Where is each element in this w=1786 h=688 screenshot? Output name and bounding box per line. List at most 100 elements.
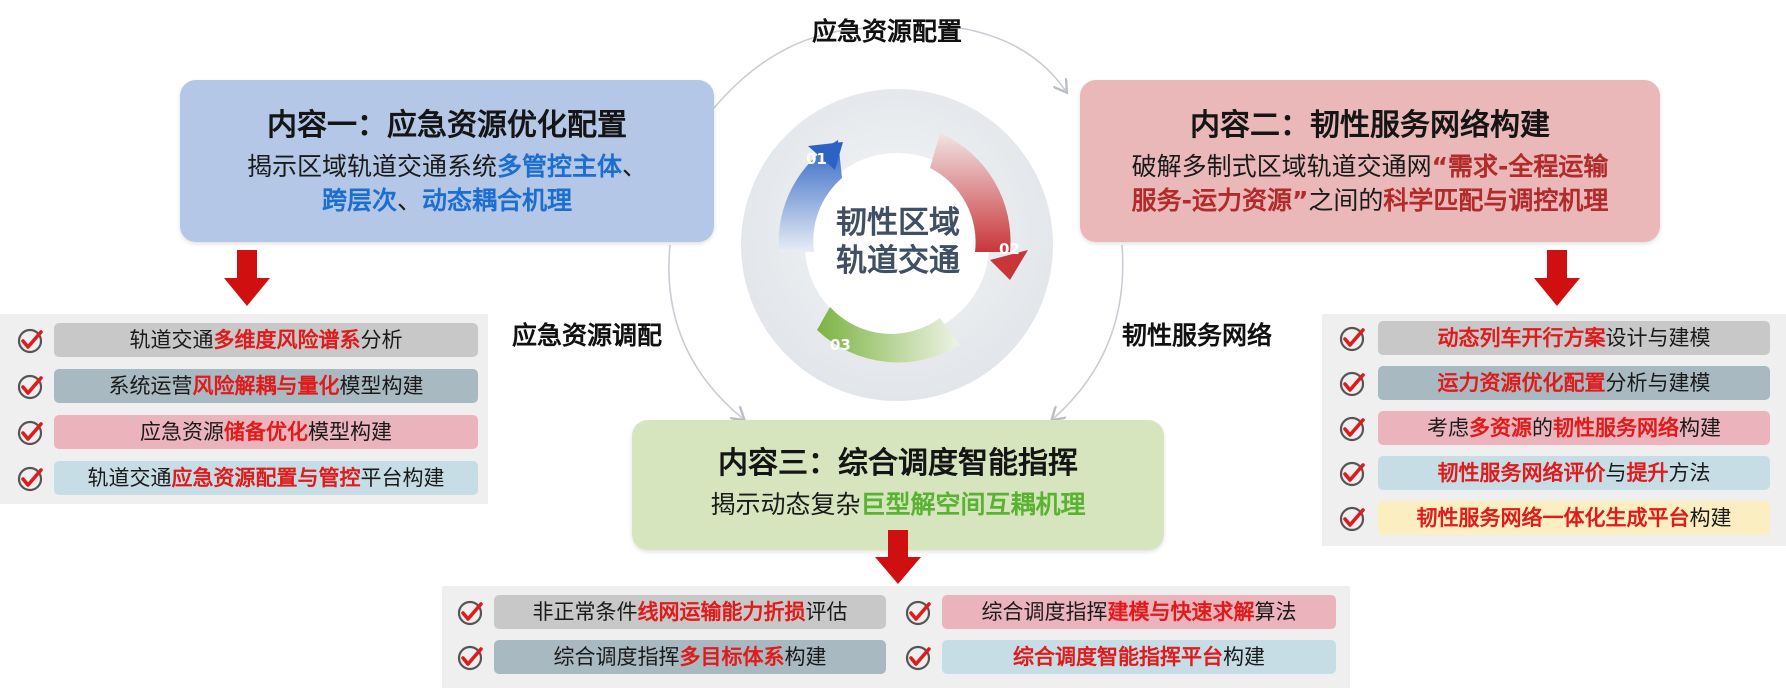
item-highlight: 应急资源配置与管控 [171, 466, 361, 490]
item-highlight: 动态列车开行方案 [1437, 326, 1606, 350]
item-highlight: 多资源 [1469, 416, 1532, 440]
right-item: 运力资源优化配置分析与建模 [1378, 366, 1770, 400]
box1-desc: 揭示区域轨道交通系统多管控主体、 跨层次、动态耦合机理 [180, 150, 714, 218]
item-text: 轨道交通 [129, 328, 214, 352]
content-box-2: 内容二：韧性服务网络构建 破解多制式区域轨道交通网“需求-全程运输 服务-运力资… [1080, 80, 1660, 242]
item-text: 综合调度指挥 [553, 645, 680, 669]
segment-02-label: 02 [999, 240, 1020, 258]
check-icon [17, 420, 43, 446]
center-line2: 轨道交通 [836, 243, 960, 279]
box2-desc: 破解多制式区域轨道交通网“需求-全程运输 服务-运力资源”之间的科学匹配与调控机… [1080, 150, 1660, 218]
center-line1: 韧性区域 [836, 205, 960, 241]
right-item: 考虑多资源的韧性服务网络构建 [1378, 411, 1770, 445]
segment-03-arc [817, 307, 960, 363]
check-icon [1339, 416, 1365, 442]
box2-title: 内容二：韧性服务网络构建 [1190, 108, 1550, 143]
box3-highlight: 巨型解空间互耦机理 [860, 490, 1086, 519]
box2-highlight: 服务-运力资源” [1131, 186, 1309, 215]
item-text: 综合调度指挥 [981, 600, 1108, 624]
item-text: 构建 [1223, 645, 1265, 669]
item-text: 分析与建模 [1605, 371, 1711, 395]
item-text: 的 [1532, 416, 1553, 440]
segment-03-label: 03 [830, 336, 851, 354]
check-icon [457, 600, 483, 626]
check-icon [1339, 506, 1365, 532]
box3-desc: 揭示动态复杂巨型解空间互耦机理 [632, 488, 1164, 522]
segment-01-label: 01 [806, 150, 827, 168]
check-icon [457, 645, 483, 671]
box1-highlight: 多管控主体 [496, 152, 622, 181]
item-highlight: 多维度风险谱系 [213, 328, 361, 352]
item-text: 考虑 [1427, 416, 1469, 440]
item-highlight: 运力资源优化配置 [1437, 371, 1606, 395]
check-icon [905, 600, 931, 626]
box2-highlight: “需求-全程运输 [1431, 152, 1609, 181]
box3-text: 揭示动态复杂 [710, 490, 861, 519]
item-text: 模型构建 [339, 374, 424, 398]
left-item: 应急资源储备优化模型构建 [54, 415, 478, 449]
box2-highlight: 科学匹配与调控机理 [1383, 186, 1609, 215]
check-icon [1339, 326, 1365, 352]
item-text: 分析 [360, 328, 403, 352]
bottom-item: 综合调度智能指挥平台构建 [942, 640, 1336, 674]
label-left: 应急资源调配 [512, 321, 663, 350]
arc-top-left [713, 27, 871, 109]
item-text: 评估 [805, 600, 848, 624]
check-icon [17, 374, 43, 400]
check-icon [17, 328, 43, 354]
left-item: 轨道交通应急资源配置与管控平台构建 [54, 461, 478, 495]
box1-highlight: 跨层次 [321, 186, 397, 215]
item-text: 与 [1605, 461, 1627, 485]
box2-text: 之间的 [1308, 186, 1384, 215]
item-highlight: 韧性服务网络一体化生成平台 [1416, 506, 1690, 530]
item-highlight: 韧性服务网络评价 [1437, 461, 1606, 485]
check-icon [1339, 461, 1365, 487]
item-highlight: 建模与快速求解 [1107, 600, 1255, 624]
box1-text: 揭示区域轨道交通系统 [246, 152, 497, 181]
right-item: 动态列车开行方案设计与建模 [1378, 321, 1770, 355]
item-text: 构建 [1689, 506, 1732, 530]
label-right: 韧性服务网络 [1122, 321, 1273, 350]
segment-02-head [990, 250, 1028, 280]
item-text: 构建 [1679, 416, 1721, 440]
item-highlight: 韧性服务网络 [1553, 416, 1679, 440]
box3-title: 内容三：综合调度智能指挥 [718, 446, 1078, 481]
check-icon [17, 466, 43, 492]
segment-01-arc [778, 140, 842, 252]
bottom-item: 综合调度指挥建模与快速求解算法 [942, 595, 1336, 629]
check-icon [905, 645, 931, 671]
item-highlight: 风险解耦与量化 [192, 374, 340, 398]
item-highlight: 储备优化 [224, 420, 308, 444]
item-highlight: 多目标体系 [679, 645, 785, 669]
item-highlight: 提升 [1626, 461, 1669, 485]
bottom-item: 非正常条件线网运输能力折损评估 [494, 595, 886, 629]
box2-text: 破解多制式区域轨道交通网 [1131, 152, 1432, 181]
left-item: 系统运营风险解耦与量化模型构建 [54, 369, 478, 403]
item-highlight: 线网运输能力折损 [637, 600, 806, 624]
check-icon [1339, 371, 1365, 397]
item-text: 算法 [1254, 600, 1297, 624]
left-item: 轨道交通多维度风险谱系分析 [54, 323, 478, 357]
arc-top-right [959, 27, 1065, 90]
content-box-1: 内容一：应急资源优化配置 揭示区域轨道交通系统多管控主体、 跨层次、动态耦合机理 [180, 80, 714, 242]
arc-left [668, 244, 742, 418]
center-title: 韧性区域 轨道交通 [800, 204, 996, 280]
content-box-3: 内容三：综合调度智能指挥 揭示动态复杂巨型解空间互耦机理 [632, 420, 1164, 550]
item-text: 应急资源 [140, 420, 224, 444]
box1-text: 、 [396, 186, 422, 215]
down-arrow-icon [875, 530, 921, 584]
arc-right [1054, 244, 1124, 418]
segment-01-head [808, 142, 843, 170]
item-text: 非正常条件 [532, 600, 638, 624]
item-text: 设计与建模 [1605, 326, 1711, 350]
bottom-item: 综合调度指挥多目标体系构建 [494, 640, 886, 674]
item-text: 方法 [1668, 461, 1711, 485]
item-text: 轨道交通 [87, 466, 172, 490]
right-item: 韧性服务网络一体化生成平台构建 [1378, 501, 1770, 535]
item-highlight: 综合调度智能指挥平台 [1013, 645, 1223, 669]
box1-highlight: 动态耦合机理 [422, 186, 573, 215]
box1-title: 内容一：应急资源优化配置 [267, 108, 627, 143]
label-top: 应急资源配置 [812, 17, 963, 46]
item-text: 构建 [784, 645, 827, 669]
